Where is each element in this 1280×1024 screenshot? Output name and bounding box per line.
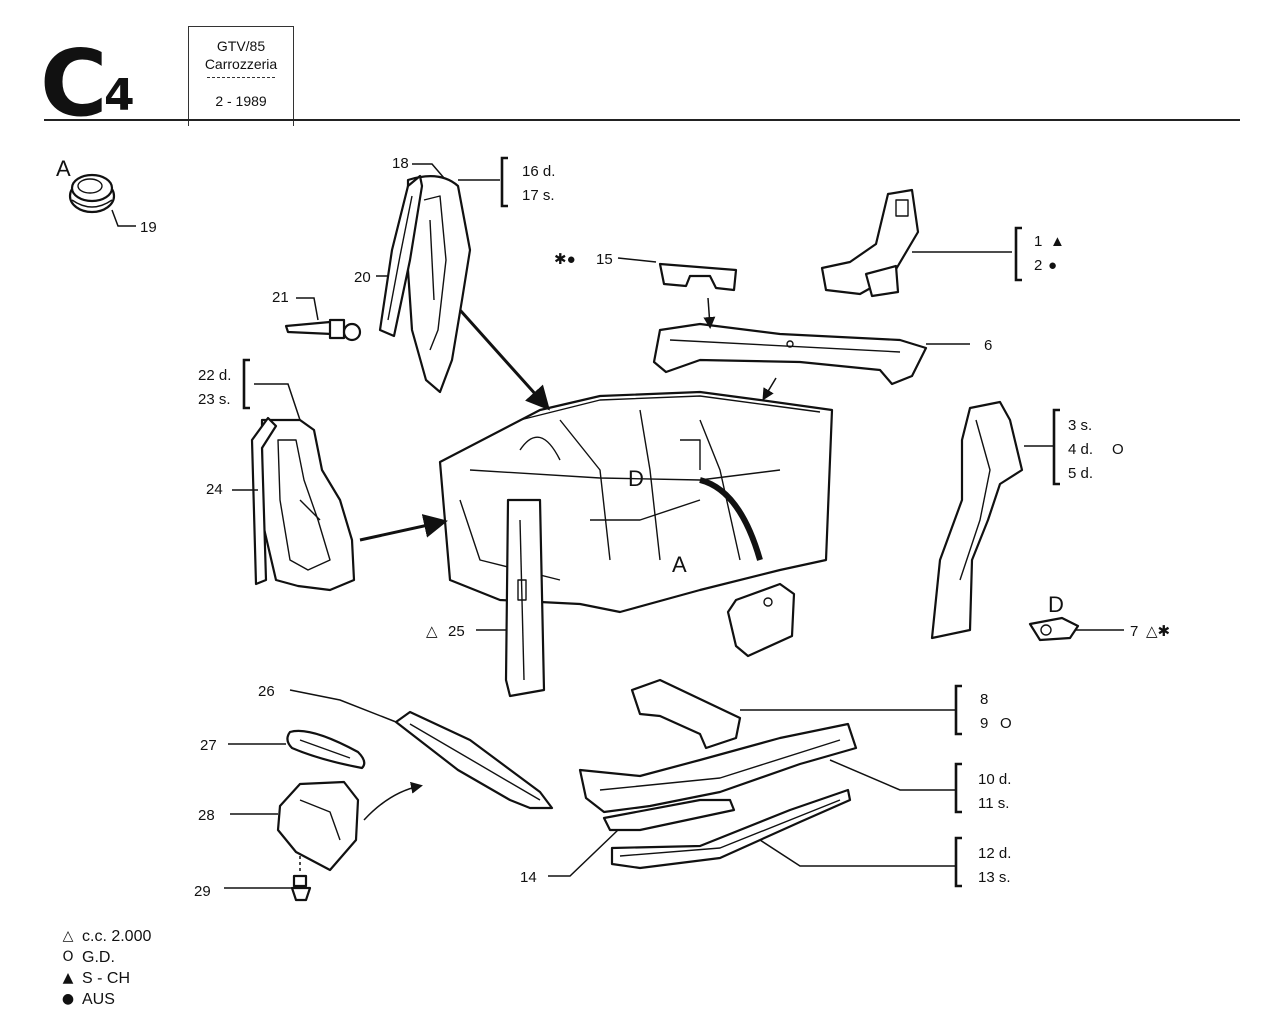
callout-12: 12 d. <box>978 845 1011 862</box>
legend-text: S - CH <box>82 970 130 987</box>
callout-29: 29 <box>194 883 211 900</box>
filled-triangle-icon: ▲ <box>62 970 74 986</box>
part-10-11-sill <box>578 722 858 814</box>
legend-text: c.c. 2.000 <box>82 928 152 945</box>
legend-row: O G.D. <box>58 947 151 968</box>
callout-23: 23 s. <box>198 391 231 408</box>
part-16-17-pillar-panel <box>406 175 472 394</box>
part-24-side-seal <box>250 416 278 586</box>
callout-1-symbol: ▲ <box>1050 233 1065 250</box>
callout-11: 11 s. <box>978 795 1009 812</box>
detail-label-D-body: D <box>628 466 644 491</box>
callout-21: 21 <box>272 289 289 306</box>
open-triangle-icon: △ <box>62 928 74 944</box>
part-29-screw <box>290 874 312 902</box>
part-15-bracket <box>658 262 738 292</box>
wheel-arch <box>699 477 763 561</box>
part-7-tab <box>1028 616 1080 642</box>
part-26-crossbar <box>394 710 554 810</box>
central-body-shell <box>438 390 834 614</box>
group-label: Carrozzeria <box>204 56 278 72</box>
callout-7: 7 <box>1130 623 1138 640</box>
callout-16: 16 d. <box>522 163 555 180</box>
callout-6: 6 <box>984 337 992 354</box>
legend-row: ● AUS <box>58 989 151 1010</box>
callout-20: 20 <box>354 269 371 286</box>
open-circle-icon: O <box>62 949 74 965</box>
part-1-2-mount <box>820 188 920 298</box>
title-box: GTV/85 Carrozzeria 2 - 1989 <box>188 26 294 126</box>
legend-text: AUS <box>82 991 115 1008</box>
callout-7-symbol: △✱ <box>1146 623 1170 640</box>
callout-25: 25 <box>448 623 465 640</box>
callout-24: 24 <box>206 481 223 498</box>
callout-13: 13 s. <box>978 869 1011 886</box>
part-14-sill-cover <box>602 798 736 832</box>
callout-10: 10 d. <box>978 771 1011 788</box>
callout-2: 2 <box>1034 257 1042 274</box>
header-rule <box>44 119 1240 121</box>
detail-label-A-top: A <box>56 156 71 181</box>
model-label: GTV/85 <box>216 38 266 54</box>
callout-19: 19 <box>140 219 157 236</box>
title-divider <box>207 77 275 86</box>
callout-2-symbol: ● <box>1048 257 1057 274</box>
callout-3: 3 s. <box>1068 417 1092 434</box>
detail-label-A-body: A <box>672 552 687 577</box>
callout-9: 9 <box>980 715 988 732</box>
legend-text: G.D. <box>82 949 115 966</box>
callout-14: 14 <box>520 869 537 886</box>
callout-26: 26 <box>258 683 275 700</box>
callout-1: 1 <box>1034 233 1042 250</box>
callout-9-symbol: O <box>1000 715 1012 732</box>
part-25-strut <box>504 498 546 698</box>
callout-18: 18 <box>392 155 409 172</box>
callout-15: 15 <box>596 251 613 268</box>
part-20-pillar-seal <box>378 174 424 338</box>
callout-17: 17 s. <box>522 187 555 204</box>
part-3-4-5-side-rail <box>930 400 1024 640</box>
part-28-mount-bracket <box>276 780 360 872</box>
legend-row: △ c.c. 2.000 <box>58 926 152 947</box>
part-6-crossmember <box>652 322 928 386</box>
section-letter: C <box>40 30 108 137</box>
part-19-plug <box>68 173 116 214</box>
part-27-foam-pad <box>286 729 366 770</box>
callout-28: 28 <box>198 807 215 824</box>
callout-25-symbol: △ <box>426 623 438 640</box>
part-24-side-panel <box>260 418 356 592</box>
callout-4-symbol: O <box>1112 441 1124 458</box>
callout-15-symbol: ✱● <box>554 251 576 268</box>
detail-label-D-part7: D <box>1048 592 1064 617</box>
date-label: 2 - 1989 <box>215 93 267 109</box>
legend-row: ▲ S - CH <box>58 968 151 989</box>
part-21-bolt <box>284 318 362 342</box>
part-8-9-support <box>630 678 742 750</box>
callout-22: 22 d. <box>198 367 231 384</box>
callout-8: 8 <box>980 691 988 708</box>
callout-5: 5 d. <box>1068 465 1093 482</box>
legend: △ c.c. 2.000 O G.D. ▲ S - CH ● AUS <box>58 926 151 1010</box>
callout-27: 27 <box>200 737 217 754</box>
lower-body-bracket <box>726 582 796 658</box>
section-number: 4 <box>104 70 135 121</box>
part-12-13-sill-strip <box>610 788 852 870</box>
callout-4: 4 d. <box>1068 441 1093 458</box>
filled-circle-icon: ● <box>61 991 75 1007</box>
